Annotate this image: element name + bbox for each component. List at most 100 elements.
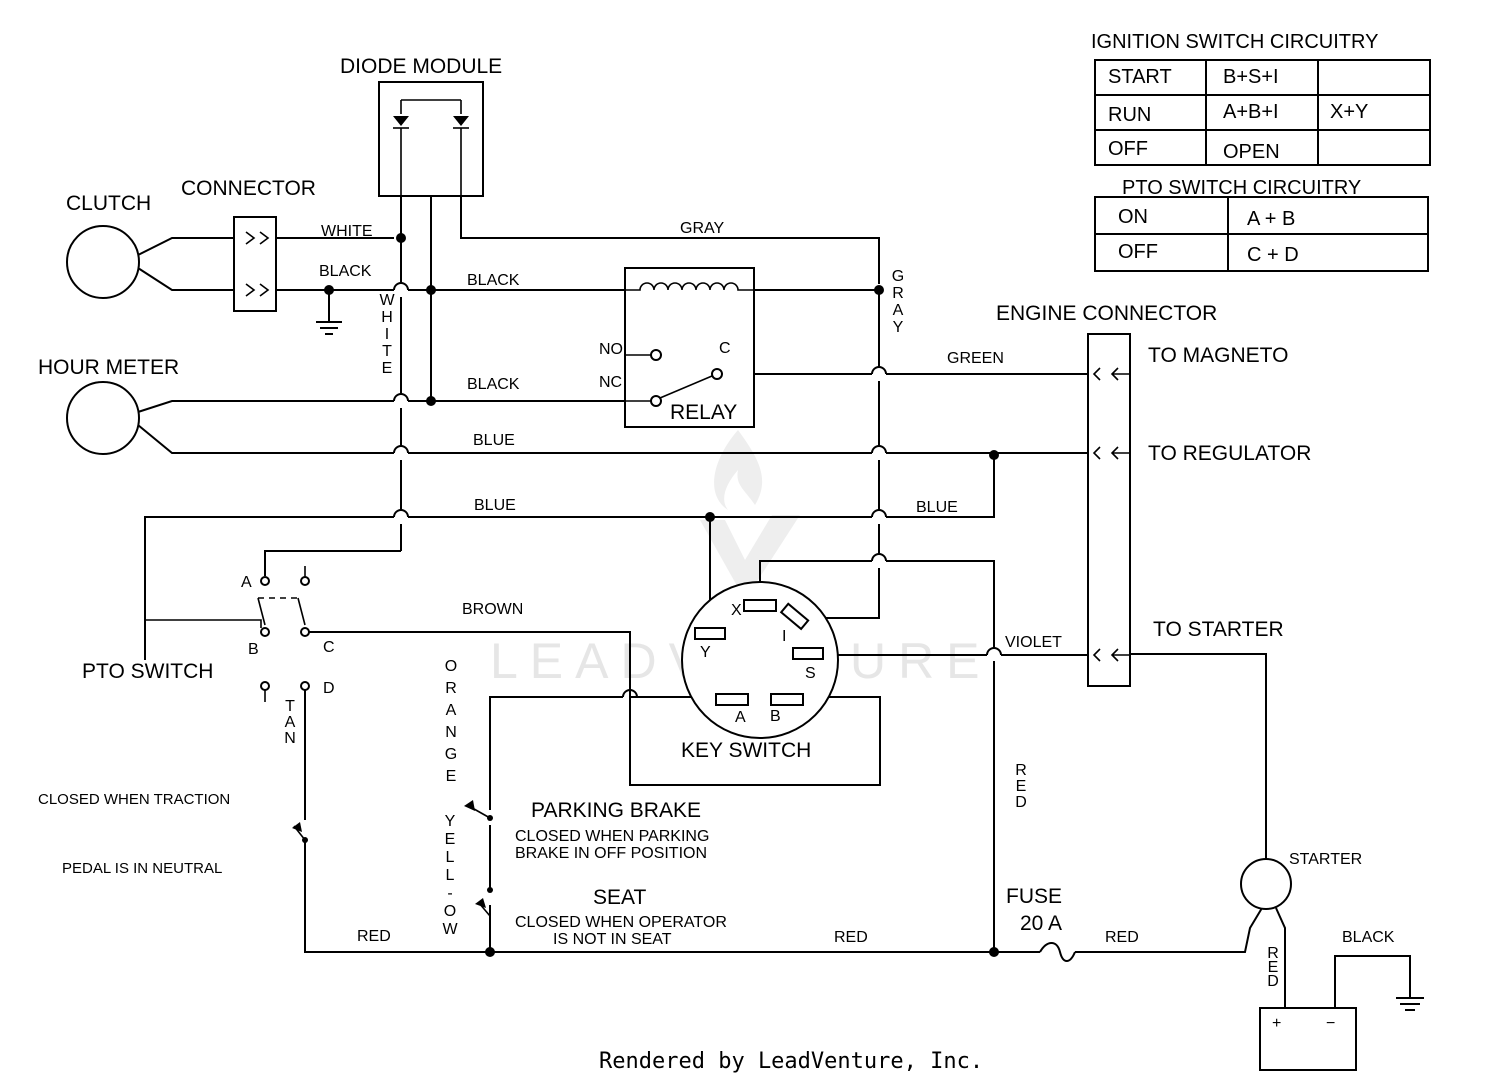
clutch-label: CLUTCH	[66, 192, 151, 215]
wire-black-battery: BLACK	[1342, 929, 1395, 946]
traction-note-1: CLOSED WHEN TRACTION	[38, 791, 230, 808]
wire-brown: BROWN	[462, 601, 523, 618]
battery-minus-label: −	[1326, 1015, 1335, 1032]
to-starter-label: TO STARTER	[1153, 618, 1284, 641]
pto-c-label: C	[323, 639, 335, 656]
traction-note-2: PEDAL IS IN NEUTRAL	[62, 860, 222, 877]
ignition-table-title: IGNITION SWITCH CIRCUITRY	[1091, 31, 1378, 53]
ign-cell-2-1: OPEN	[1223, 141, 1280, 163]
ign-cell-1-2: X+Y	[1330, 101, 1368, 123]
hour-meter: HOUR METER	[38, 356, 179, 455]
wire-white: WHITE	[321, 223, 373, 240]
ign-cell-0-1: B+S+I	[1223, 66, 1279, 88]
wire-black-hour: BLACK	[467, 376, 520, 393]
fuse: FUSE 20 A	[1006, 885, 1062, 935]
traction-switch: CLOSED WHEN TRACTION PEDAL IS IN NEUTRAL	[38, 791, 308, 877]
ign-cell-1-0: RUN	[1108, 104, 1151, 126]
ign-cell-1-1: A+B+I	[1223, 101, 1279, 123]
key-a-label: A	[735, 709, 746, 726]
key-switch: X I Y S A B KEY SWITCH	[629, 581, 881, 786]
battery-plus-label: +	[1272, 1015, 1281, 1032]
pto-switch: A B C D PTO SWITCH	[82, 566, 335, 702]
to-regulator-label: TO REGULATOR	[1148, 442, 1311, 465]
wire-green: GREEN	[947, 350, 1004, 367]
engine-connector: ENGINE CONNECTOR TO MAGNETO TO REGULATOR…	[996, 302, 1311, 687]
starter: STARTER	[1240, 851, 1362, 910]
seat-label: SEAT	[593, 886, 646, 909]
pto-d-label: D	[323, 680, 335, 697]
wire-black-relay: BLACK	[467, 272, 520, 289]
ign-cell-0-0: START	[1108, 66, 1172, 88]
junction-dots	[324, 233, 999, 957]
parking-note-1: CLOSED WHEN PARKING	[515, 828, 709, 845]
wire-blue-3: BLUE	[916, 499, 958, 516]
engine-connector-label: ENGINE CONNECTOR	[996, 302, 1217, 325]
wire-labels: WHITE BLACK BLACK BLACK GRAY GREEN BLUE …	[284, 220, 1395, 990]
footer-credit: Rendered by LeadVenture, Inc.	[599, 1049, 983, 1074]
parking-brake-switch: PARKING BRAKE CLOSED WHEN PARKING BRAKE …	[464, 799, 709, 862]
battery: + −	[1259, 1007, 1357, 1071]
pto-table-title: PTO SWITCH CIRCUITRY	[1122, 177, 1361, 199]
wire-red-2: RED	[834, 929, 868, 946]
to-magneto-label: TO MAGNETO	[1148, 344, 1288, 367]
parking-brake-label: PARKING BRAKE	[531, 799, 701, 822]
fuse-label: FUSE	[1006, 885, 1062, 908]
wire-red-1: RED	[357, 928, 391, 945]
pto-cell-1-0: OFF	[1118, 241, 1158, 263]
pto-table: PTO SWITCH CIRCUITRY ON A + B OFF C + D	[1094, 177, 1429, 272]
ign-cell-2-0: OFF	[1108, 138, 1148, 160]
seat-switch: SEAT CLOSED WHEN OPERATOR IS NOT IN SEAT	[475, 886, 727, 948]
wire-gray: GRAY	[680, 220, 724, 237]
relay: NO NC C RELAY	[599, 267, 755, 428]
key-switch-label: KEY SWITCH	[681, 739, 811, 762]
key-x-label: X	[731, 602, 742, 619]
pto-cell-1-1: C + D	[1247, 244, 1299, 266]
relay-nc-label: NC	[599, 374, 622, 391]
key-b-label: B	[770, 708, 781, 725]
pto-b-label: B	[248, 641, 259, 658]
key-y-label: Y	[700, 644, 711, 661]
wire-red-3: RED	[1105, 929, 1139, 946]
pto-switch-label: PTO SWITCH	[82, 660, 213, 683]
fuse-rating-label: 20 A	[1020, 912, 1062, 935]
seat-note-1: CLOSED WHEN OPERATOR	[515, 914, 727, 931]
hour-meter-label: HOUR METER	[38, 356, 179, 379]
connector: CONNECTOR	[181, 177, 316, 312]
relay-label: RELAY	[670, 401, 737, 424]
pto-cell-0-1: A + B	[1247, 208, 1295, 230]
diode-module-label: DIODE MODULE	[340, 55, 502, 78]
wires	[137, 100, 1424, 1015]
connector-label: CONNECTOR	[181, 177, 316, 200]
diode-module: DIODE MODULE	[340, 55, 502, 197]
pto-cell-0-0: ON	[1118, 206, 1148, 228]
clutch: CLUTCH	[66, 192, 151, 299]
starter-label: STARTER	[1289, 851, 1362, 868]
relay-c-label: C	[719, 340, 731, 357]
wire-violet: VIOLET	[1005, 634, 1062, 651]
seat-note-2: IS NOT IN SEAT	[553, 931, 672, 948]
wire-black-clutch: BLACK	[319, 263, 372, 280]
wire-blue-2: BLUE	[474, 497, 516, 514]
parking-note-2: BRAKE IN OFF POSITION	[515, 845, 707, 862]
relay-no-label: NO	[599, 341, 623, 358]
pto-a-label: A	[241, 574, 252, 591]
wire-blue-1: BLUE	[473, 432, 515, 449]
key-s-label: S	[805, 665, 816, 682]
ignition-table: IGNITION SWITCH CIRCUITRY START B+S+I RU…	[1091, 31, 1431, 166]
key-i-label: I	[782, 628, 786, 645]
